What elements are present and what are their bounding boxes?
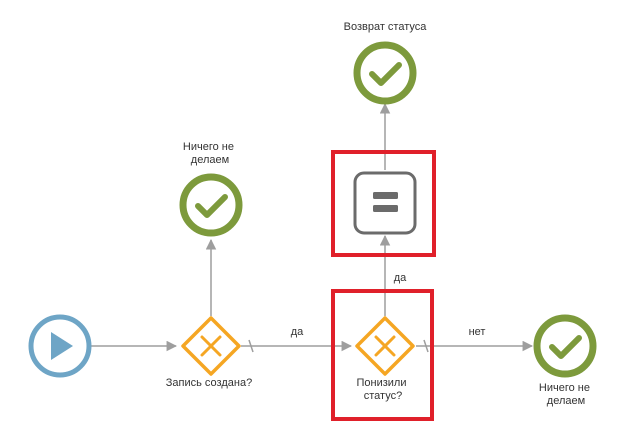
end-event-nothing-right[interactable] <box>533 314 597 378</box>
gateway-status-lowered[interactable] <box>355 316 415 376</box>
end-event-nothing-top[interactable] <box>179 173 243 237</box>
start-event[interactable] <box>28 314 92 378</box>
task-equals[interactable] <box>353 171 417 235</box>
end-event-status-return-label: Возврат статуса <box>344 21 428 33</box>
checkmark-icon <box>195 194 228 218</box>
flow-label-yes-up: да <box>394 272 407 284</box>
equals-icon <box>373 192 398 212</box>
highlight-box-gateway <box>331 289 434 421</box>
highlight-box-task <box>331 150 436 257</box>
gateway-status-lowered-label: Понизили статус? <box>356 377 409 402</box>
end-event-nothing-right-label: Ничего не делаем <box>539 382 593 407</box>
x-icon <box>200 335 222 357</box>
end-event-nothing-top-label: Ничего не делаем <box>183 141 237 166</box>
gateway-record-created-label: Запись создана? <box>166 377 252 389</box>
default-flow-slash <box>423 339 429 353</box>
default-flow-slash <box>248 339 254 353</box>
flow-label-yes-right: да <box>291 326 304 338</box>
checkmark-icon <box>369 62 402 86</box>
end-event-status-return[interactable] <box>353 41 417 105</box>
checkmark-icon <box>549 335 582 359</box>
play-icon <box>51 332 73 360</box>
connectors <box>91 102 534 353</box>
flow-label-no-right: нет <box>469 326 486 338</box>
gateway-record-created[interactable] <box>181 316 241 376</box>
x-icon <box>374 335 396 357</box>
